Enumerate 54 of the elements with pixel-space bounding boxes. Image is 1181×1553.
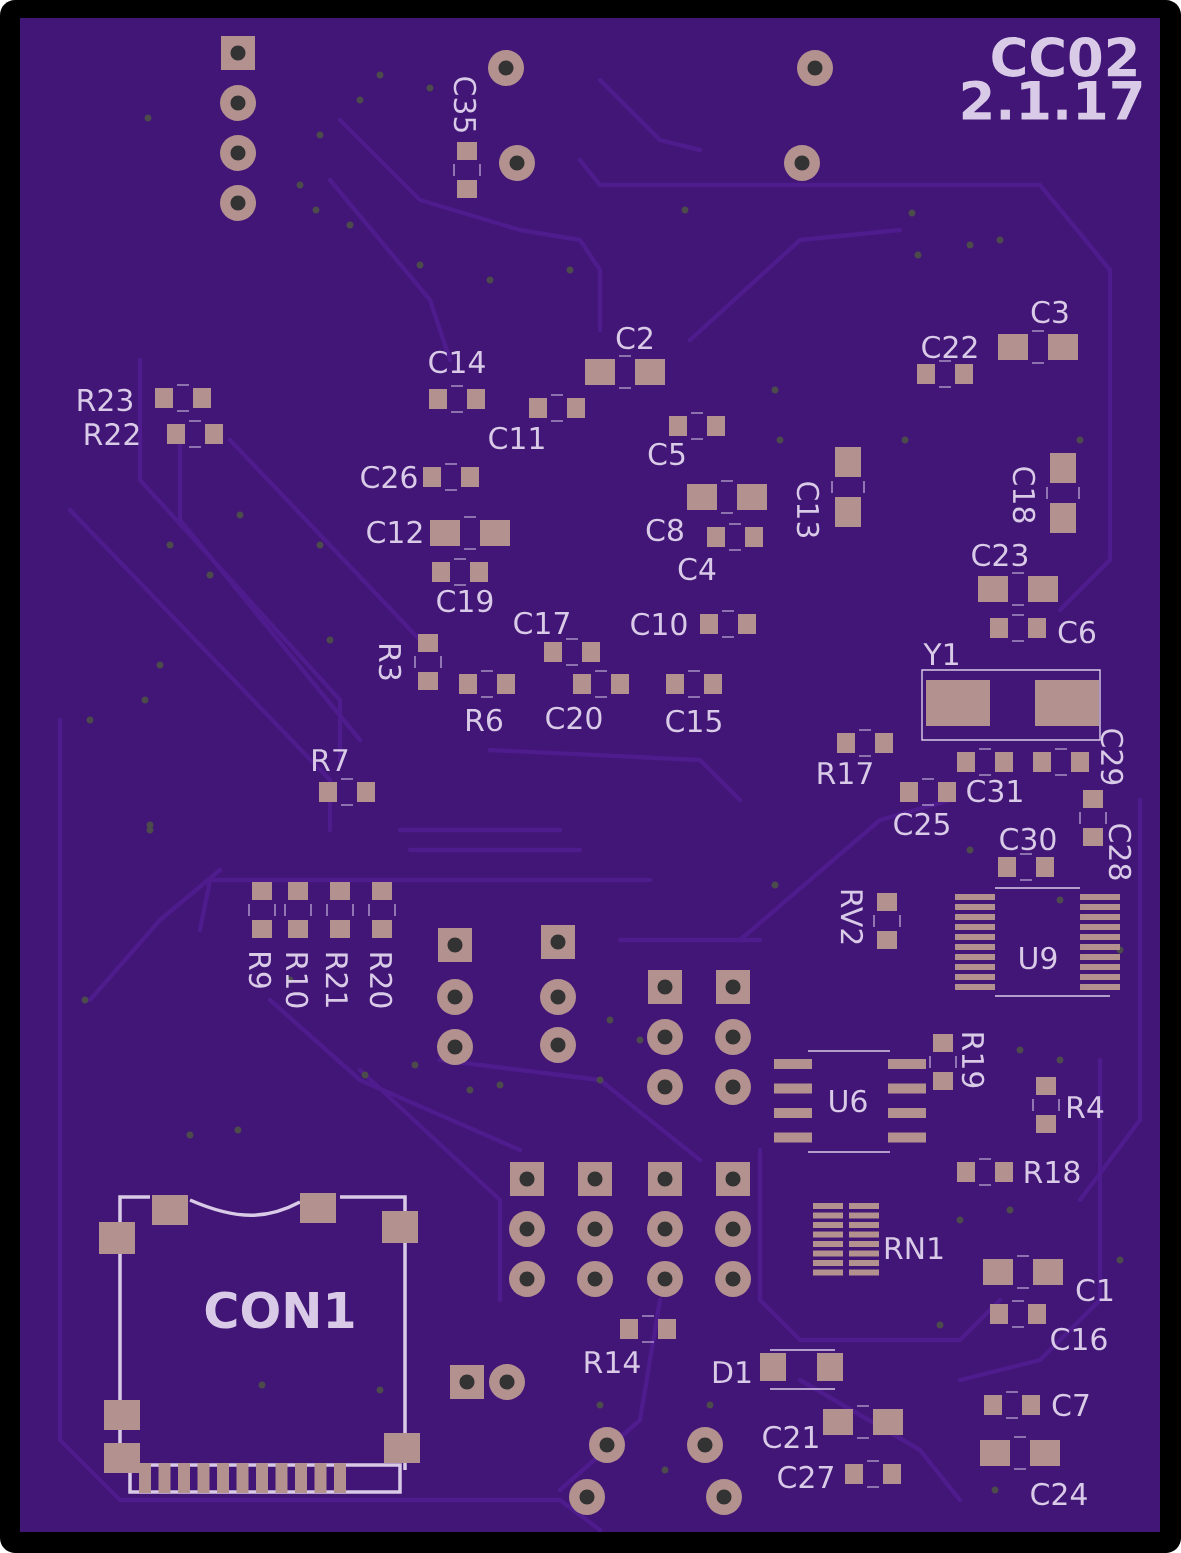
silkscreen-label: R10 — [285, 953, 309, 1008]
silkscreen-label: C25 — [894, 812, 949, 836]
silkscreen-label: C8 — [646, 518, 683, 542]
silkscreen-label: C31 — [967, 779, 1022, 803]
silkscreen-label: C16 — [1051, 1327, 1107, 1351]
silkscreen-label: C18 — [1012, 467, 1036, 523]
silkscreen-label: C6 — [1058, 620, 1096, 644]
silkscreen-label: R22 — [85, 422, 139, 446]
silkscreen-label: C26 — [361, 465, 417, 489]
silkscreen-label: C27 — [778, 1465, 833, 1489]
silkscreen-label: R19 — [961, 1033, 985, 1088]
silkscreen-label: C23 — [972, 543, 1028, 567]
silkscreen-label: 2.1.17 — [962, 80, 1142, 120]
silkscreen-label: C11 — [489, 426, 544, 450]
silkscreen-label: C2 — [616, 326, 652, 350]
silkscreen-label: CON1 — [205, 1291, 354, 1329]
silkscreen-label: R20 — [369, 953, 393, 1008]
silkscreen-label: C35 — [453, 77, 477, 132]
silkscreen-label: C12 — [367, 520, 422, 544]
silkscreen-label: R6 — [467, 708, 502, 732]
silkscreen-label: Y1 — [923, 643, 958, 665]
silkscreen-label: C30 — [1000, 827, 1056, 851]
silkscreen-label: R21 — [325, 953, 349, 1007]
silkscreen-label: C15 — [666, 709, 721, 733]
silkscreen-label: C20 — [546, 706, 602, 730]
silkscreen-label: C24 — [1031, 1482, 1087, 1506]
silkscreen-label: C21 — [763, 1425, 818, 1449]
silkscreen-label: R23 — [78, 388, 132, 412]
silkscreen-label: R14 — [585, 1351, 640, 1373]
silkscreen-label: C3 — [1031, 300, 1068, 324]
silkscreen-label: D1 — [713, 1361, 751, 1383]
silkscreen-label: C10 — [631, 612, 687, 636]
silkscreen-label: C29 — [1100, 729, 1124, 785]
silkscreen-label: RV2 — [840, 890, 864, 944]
silkscreen-label: RN1 — [885, 1237, 943, 1259]
silkscreen-label: C14 — [429, 350, 485, 374]
silkscreen-label: R9 — [248, 953, 272, 988]
silkscreen-label: C4 — [678, 557, 716, 581]
silkscreen-label: C28 — [1108, 824, 1132, 880]
silkscreen-label: C17 — [514, 611, 569, 635]
silkscreen-label: C22 — [922, 335, 977, 359]
silkscreen-label: CC02 — [992, 37, 1136, 77]
silkscreen-label: C1 — [1076, 1278, 1113, 1302]
silkscreen-label: U6 — [830, 1089, 867, 1113]
silkscreen-label: U9 — [1020, 946, 1057, 970]
silkscreen-label: R17 — [818, 762, 872, 784]
silkscreen-label: R4 — [1068, 1096, 1104, 1118]
silkscreen-label: C13 — [796, 482, 820, 538]
silkscreen-label: R7 — [313, 749, 348, 771]
silkscreen-label: C19 — [437, 589, 493, 613]
silkscreen-label: R18 — [1025, 1160, 1080, 1184]
silkscreen-label: C7 — [1052, 1393, 1089, 1417]
silkscreen-label: C5 — [648, 442, 685, 466]
silkscreen-label: R3 — [378, 645, 402, 680]
